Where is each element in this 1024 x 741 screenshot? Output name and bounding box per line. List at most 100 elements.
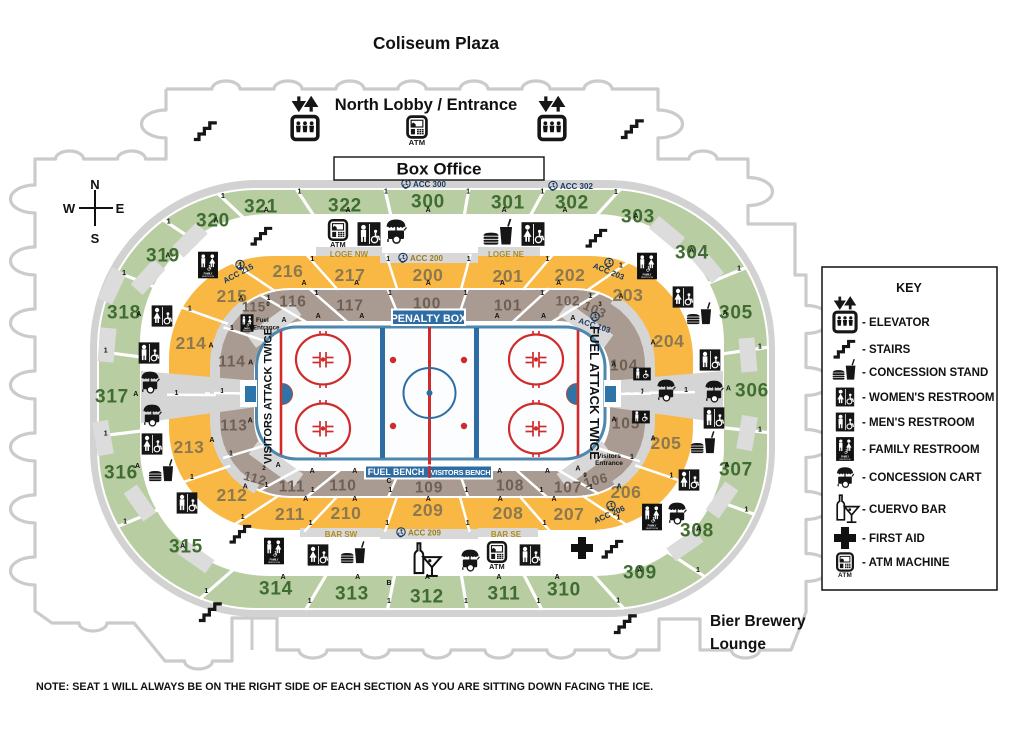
- svg-text:W: W: [63, 201, 76, 216]
- svg-text:108: 108: [496, 477, 524, 494]
- svg-text:1: 1: [684, 387, 688, 394]
- svg-text:1: 1: [737, 266, 741, 273]
- svg-text:A: A: [208, 342, 213, 349]
- svg-text:NOTE: SEAT 1 WILL ALWAYS BE ON: NOTE: SEAT 1 WILL ALWAYS BE ON THE RIGHT…: [36, 681, 653, 693]
- svg-text:1: 1: [464, 598, 468, 605]
- svg-text:A: A: [502, 207, 507, 214]
- svg-text:115: 115: [242, 300, 266, 315]
- svg-text:1: 1: [758, 427, 762, 434]
- svg-text:1: 1: [384, 189, 388, 196]
- svg-text:1: 1: [536, 598, 540, 605]
- svg-text:A: A: [570, 315, 575, 322]
- svg-text:1: 1: [589, 484, 593, 491]
- svg-text:E: E: [116, 201, 125, 216]
- svg-text:A: A: [352, 496, 357, 503]
- svg-text:1: 1: [175, 390, 179, 397]
- svg-text:A: A: [301, 280, 306, 287]
- svg-text:A: A: [562, 207, 567, 214]
- svg-text:VISITORS BENCH: VISITORS BENCH: [431, 468, 491, 477]
- svg-text:A: A: [496, 574, 501, 581]
- svg-text:A: A: [209, 437, 214, 444]
- svg-text:- CONCESSION STAND: - CONCESSION STAND: [862, 367, 988, 379]
- svg-text:1: 1: [466, 520, 470, 527]
- svg-text:1: 1: [543, 520, 547, 527]
- svg-text:317: 317: [95, 387, 129, 408]
- svg-text:- FAMILY RESTROOM: - FAMILY RESTROOM: [862, 444, 980, 456]
- svg-text:313: 313: [335, 584, 369, 605]
- svg-text:PENALTY BOX: PENALTY BOX: [391, 313, 468, 325]
- svg-text:213: 213: [174, 437, 205, 457]
- svg-text:A: A: [689, 247, 694, 254]
- svg-text:- ELEVATOR: - ELEVATOR: [862, 317, 930, 329]
- svg-text:A: A: [248, 359, 253, 366]
- svg-text:A: A: [495, 313, 500, 320]
- svg-text:Coliseum Plaza: Coliseum Plaza: [373, 33, 500, 53]
- svg-text:A: A: [651, 435, 656, 442]
- svg-text:Bier Brewery: Bier Brewery: [710, 613, 806, 630]
- svg-text:301: 301: [491, 193, 525, 214]
- svg-text:1: 1: [464, 290, 468, 297]
- svg-text:A: A: [355, 574, 360, 581]
- svg-text:1: 1: [388, 487, 392, 494]
- svg-text:Lounge: Lounge: [710, 636, 766, 653]
- svg-text:A: A: [611, 362, 616, 369]
- svg-text:203: 203: [613, 285, 644, 305]
- svg-text:A: A: [650, 340, 655, 347]
- svg-text:1: 1: [670, 473, 674, 480]
- svg-text:A: A: [726, 385, 731, 392]
- svg-text:1: 1: [540, 487, 544, 494]
- svg-text:315: 315: [169, 537, 203, 558]
- svg-text:1: 1: [122, 270, 126, 277]
- svg-text:A: A: [180, 543, 185, 550]
- svg-text:A: A: [276, 462, 281, 469]
- svg-text:A: A: [352, 468, 357, 475]
- svg-text:BAR SW: BAR SW: [325, 530, 358, 539]
- svg-text:1: 1: [464, 487, 468, 494]
- svg-text:1: 1: [310, 256, 314, 263]
- svg-text:1: 1: [758, 343, 762, 350]
- svg-text:1: 1: [241, 514, 245, 521]
- svg-text:114: 114: [218, 353, 245, 370]
- svg-text:1: 1: [589, 293, 593, 300]
- svg-text:310: 310: [547, 580, 581, 601]
- svg-text:- MEN'S RESTROOM: - MEN'S RESTROOM: [862, 417, 975, 429]
- svg-text:1: 1: [545, 256, 549, 263]
- svg-text:KEY: KEY: [896, 281, 922, 295]
- svg-text:1: 1: [267, 295, 271, 302]
- svg-text:1: 1: [630, 454, 634, 461]
- svg-text:A: A: [541, 313, 546, 320]
- svg-text:1: 1: [204, 588, 208, 595]
- svg-text:1: 1: [230, 325, 234, 332]
- svg-text:A: A: [243, 483, 248, 490]
- svg-text:A: A: [264, 207, 269, 214]
- svg-text:1: 1: [614, 189, 618, 196]
- svg-text:A: A: [135, 463, 140, 470]
- svg-text:A: A: [310, 468, 315, 475]
- svg-text:N: N: [90, 177, 99, 192]
- svg-text:LOGE NE: LOGE NE: [488, 250, 525, 259]
- svg-text:314: 314: [259, 579, 293, 600]
- svg-text:A: A: [545, 468, 550, 475]
- svg-text:ACC 200: ACC 200: [410, 254, 443, 263]
- svg-text:S: S: [91, 231, 100, 246]
- svg-text:102: 102: [556, 294, 581, 309]
- svg-text:1: 1: [229, 451, 233, 458]
- svg-text:214: 214: [176, 333, 207, 353]
- svg-text:316: 316: [104, 463, 138, 484]
- svg-text:1: 1: [220, 388, 224, 395]
- svg-text:A: A: [696, 526, 701, 533]
- svg-text:1: 1: [265, 482, 269, 489]
- svg-text:A: A: [303, 496, 308, 503]
- svg-text:A: A: [575, 465, 580, 472]
- svg-text:FUEL BENCH: FUEL BENCH: [368, 467, 425, 477]
- svg-text:1: 1: [309, 520, 313, 527]
- svg-text:110: 110: [329, 477, 356, 494]
- svg-text:B: B: [386, 580, 391, 587]
- svg-text:116: 116: [279, 293, 306, 310]
- svg-text:204: 204: [654, 331, 685, 351]
- svg-text:A: A: [165, 253, 170, 260]
- svg-text:321: 321: [244, 197, 278, 218]
- svg-text:A: A: [497, 468, 502, 475]
- svg-text:208: 208: [493, 503, 524, 523]
- svg-text:319: 319: [146, 246, 180, 267]
